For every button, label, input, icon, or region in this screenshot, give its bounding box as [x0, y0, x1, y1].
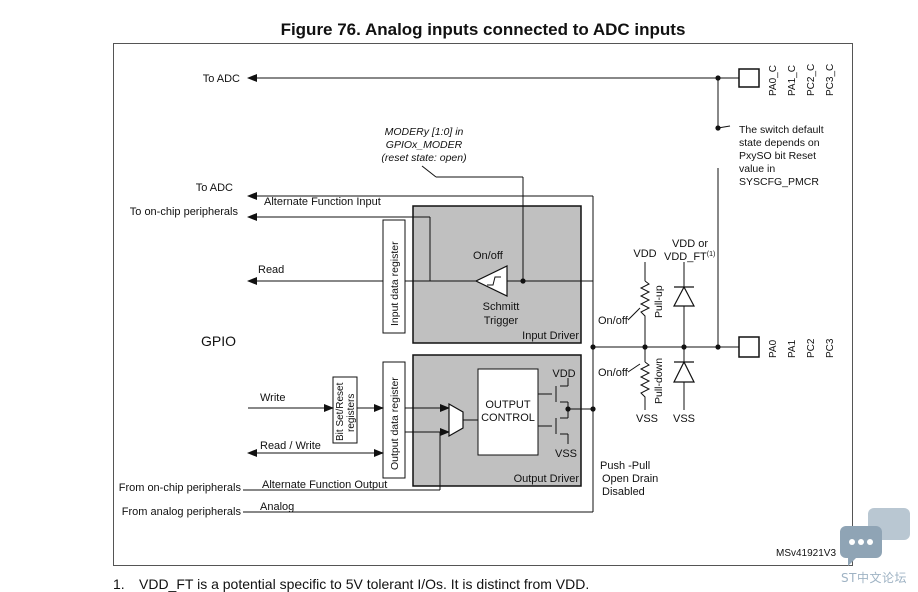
pin-top-pc3c: PC3_C: [825, 64, 836, 96]
watermark-text: ST中文论坛: [841, 571, 907, 585]
output-mux: [448, 402, 464, 438]
output-data-register-label: Output data register: [389, 377, 401, 470]
alt-func-output-label: Alternate Function Output: [262, 479, 387, 491]
footnote-text: VDD_FT is a potential specific to 5V tol…: [139, 576, 590, 592]
footnote: 1. VDD_FT is a potential specific to 5V t…: [113, 576, 589, 592]
pull-down-resistor: [639, 361, 651, 401]
bit-set-reset-box: [332, 376, 358, 444]
vss-pulldown-label: VSS: [636, 413, 658, 425]
output-control-line-2: CONTROL: [481, 412, 535, 424]
pin-pc2: PC2: [806, 338, 817, 358]
alt-func-input-label: Alternate Function Input: [264, 196, 381, 208]
read-label: Read: [258, 264, 284, 276]
switch-note-line-4: value in: [739, 163, 775, 175]
to-adc-mid-label: To ADC: [196, 182, 233, 194]
switch-note-line-5: SYSCFG_PMCR: [739, 176, 819, 188]
pin-top-pa1c: PA1_C: [787, 65, 798, 96]
diode-upper: [673, 285, 695, 307]
register-label: registers: [346, 394, 357, 432]
input-driver-label: Input Driver: [522, 330, 579, 342]
pin-pa0: PA0: [768, 339, 779, 358]
read-write-label: Read / Write: [260, 440, 321, 452]
schmitt-on-off-label: On/off: [473, 250, 504, 262]
output-control-box: [477, 368, 539, 456]
input-data-register-label: Input data register: [389, 241, 401, 326]
switch-note-line-3: PxySO bit Reset: [739, 150, 816, 162]
write-label: Write: [260, 392, 285, 404]
diagram-frame: [113, 43, 853, 566]
footnote-number: 1.: [113, 576, 125, 592]
ref-code-label: MSv41921V3: [776, 548, 836, 559]
output-driver-label: Output Driver: [514, 473, 580, 485]
pin-top-pa0c: PA0_C: [768, 65, 779, 96]
from-analog-label: From analog peripherals: [122, 506, 242, 518]
to-adc-top-label: To ADC: [203, 73, 240, 85]
disabled-label: Disabled: [602, 486, 645, 498]
vss-diode-label: VSS: [673, 413, 695, 425]
moder-note-line-2: GPIOx_MODER: [386, 139, 463, 151]
output-data-register-box: [382, 361, 406, 479]
pin-pa1: PA1: [787, 339, 798, 358]
to-onchip-label: To on-chip peripherals: [130, 206, 239, 218]
push-pull-label: Push -Pull: [600, 460, 650, 472]
gpio-label: GPIO: [201, 333, 236, 349]
pin-top-pc2c: PC2_C: [806, 64, 817, 96]
pull-up-resistor: [639, 280, 651, 320]
pad-top: [738, 68, 760, 88]
forum-watermark-icon: [840, 508, 910, 566]
switch-note-line-1: The switch default: [739, 124, 824, 136]
from-onchip-label: From on-chip peripherals: [119, 482, 242, 494]
pin-pc3: PC3: [825, 338, 836, 358]
open-drain-label: Open Drain: [602, 473, 658, 485]
pad-main: [738, 336, 760, 358]
on-off-pullup-label: On/off: [598, 315, 629, 327]
moder-note-line-1: MODERy [1:0] in: [385, 126, 464, 138]
on-off-pulldown-label: On/off: [598, 367, 629, 379]
analog-label: Analog: [260, 501, 294, 513]
pull-down-label: Pull-down: [653, 358, 665, 404]
input-data-register-box: [382, 219, 406, 334]
output-control-line-1: OUTPUT: [485, 399, 531, 411]
diode-lower: [673, 360, 695, 383]
schmitt-trigger: [474, 265, 508, 297]
schmitt-label: Schmitt: [483, 301, 520, 313]
vss-out-label: VSS: [555, 448, 577, 460]
vdd-ft-label: VDD_FT(1): [664, 251, 715, 263]
trigger-label: Trigger: [484, 315, 519, 327]
pull-up-label: Pull-up: [653, 285, 665, 318]
bit-set-reset-label: Bit Set/Reset: [335, 382, 346, 441]
switch-note-line-2: state depends on: [739, 137, 820, 149]
figure-title: Figure 76. Analog inputs connected to AD…: [280, 20, 686, 39]
vdd-pullup-label: VDD: [633, 248, 656, 260]
vdd-out-label: VDD: [552, 368, 575, 380]
moder-note-line-3: (reset state: open): [381, 152, 466, 164]
vdd-or-label: VDD or: [672, 238, 708, 250]
